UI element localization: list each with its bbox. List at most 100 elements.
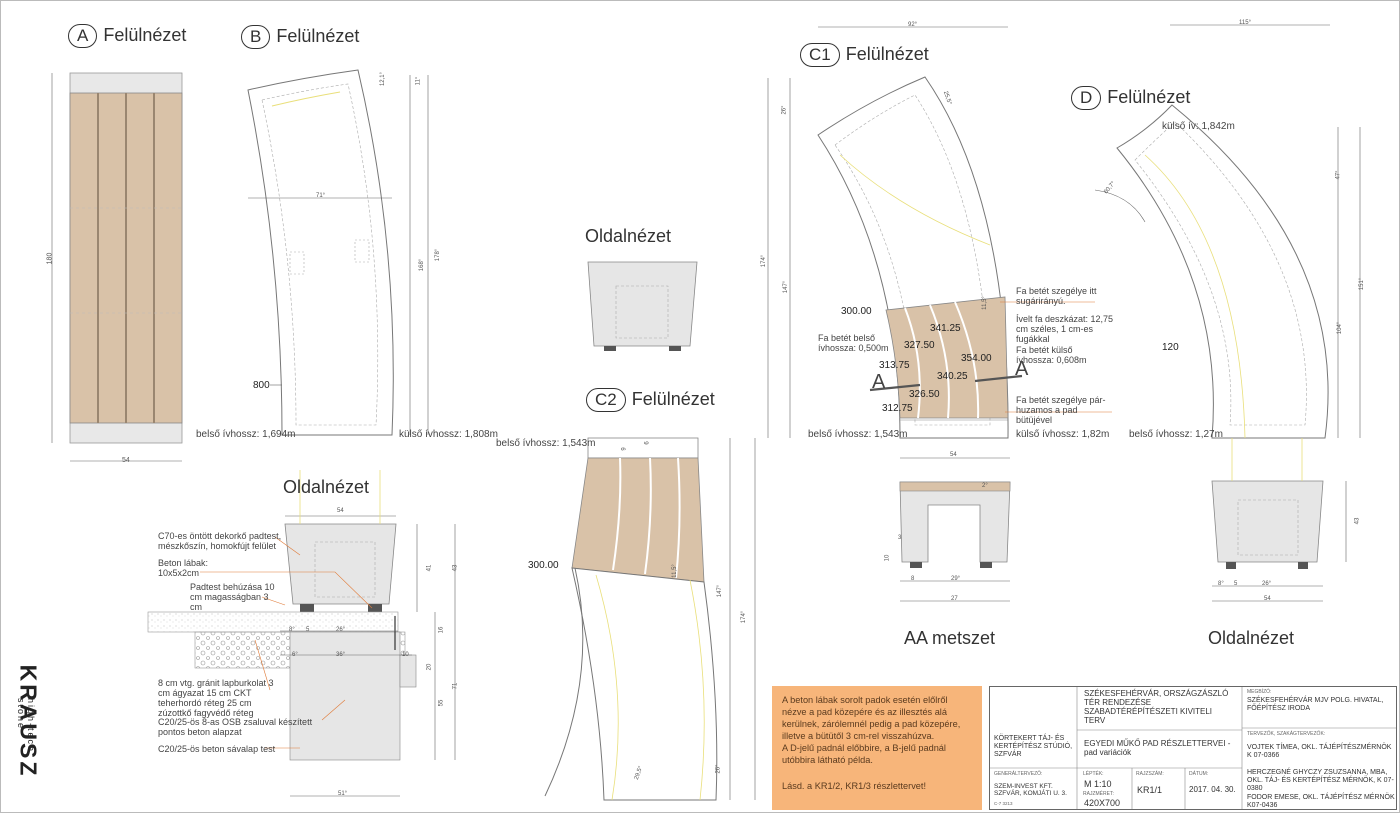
- dim-c1-26: 26°: [781, 105, 788, 115]
- title-block: KÖRTEKERT TÁJ- ÉS KERTÉPÍTÉSZ STÚDIÓ, SZ…: [989, 686, 1397, 810]
- tb-sheet-title: EGYEDI MŰKŐ PAD RÉSZLETTERVEI - pad vari…: [1084, 739, 1231, 757]
- dim-aa-10: 10: [884, 554, 891, 562]
- c1-inner-arc: belső ívhossz: 1,543m: [808, 429, 908, 440]
- dim-aa-29: 29°: [951, 576, 961, 582]
- tb-client-label: MEGBÍZÓ:: [1247, 689, 1272, 695]
- section-aa: [899, 457, 1011, 602]
- tb-drawing-no: KR1/1: [1137, 785, 1163, 795]
- b-side-note-body: C70-es öntött dekorkő padtest, mészkőszí…: [158, 531, 282, 551]
- tb-paper-label: RAJZMÉRET:: [1083, 791, 1114, 797]
- dim-b-124: 12,1°: [380, 71, 387, 87]
- dim-bs-10: 10: [402, 652, 409, 658]
- b-outer-arc: külső ívhossz: 1,808m: [399, 429, 498, 440]
- d-outer-arc: külső ív: 1,842m: [1162, 121, 1235, 132]
- view-title-c1-text: Felülnézet: [845, 44, 929, 64]
- section-marker-a-right: A: [1015, 358, 1029, 380]
- dim-bs-55: 55: [438, 699, 445, 707]
- dim-bs-20: 20: [426, 663, 433, 671]
- dim-c2-26: 26°: [715, 764, 722, 774]
- dim-d-115: 115°: [1239, 20, 1251, 26]
- dim-c1-92: 92°: [908, 22, 918, 28]
- c1-radius-2: 327.50: [904, 340, 935, 351]
- c1-radius-300: 300.00: [841, 306, 872, 317]
- dim-aa-27: 27: [951, 596, 958, 602]
- dim-aa-54: 54: [950, 452, 957, 458]
- b-side-note-legs: Beton lábak: 10x5x2cm: [158, 558, 209, 578]
- section-marker-a-left: A: [872, 371, 886, 393]
- dim-c2-6: 6: [644, 441, 651, 445]
- dim-bs-26: 26°: [336, 627, 346, 633]
- c1-note-outer-length: Fa betét külső ívhossza: 0,608m: [1016, 345, 1087, 365]
- badge-d: D: [1071, 86, 1102, 110]
- b-side-note-layers: 8 cm vtg. gránit lapburkolat 3 cm ágyaza…: [158, 678, 274, 718]
- bench-b-top-view: [247, 69, 429, 436]
- dim-b-168: 168°: [419, 258, 426, 272]
- dim-b-178: 178°: [435, 248, 442, 262]
- dim-bs-5: 5: [306, 627, 310, 633]
- bench-c2-top-view: [544, 437, 756, 801]
- bench-d-top-view: [1094, 24, 1361, 439]
- logo-tagline: high-tech stone: [16, 698, 36, 754]
- view-title-b-text: Felülnézet: [276, 26, 360, 46]
- c1-outer-arc: külső ívhossz: 1,82m: [1016, 429, 1110, 440]
- tb-person-1: VOJTEK TÍMEA, OKL. TÁJÉPÍTÉSZMÉRNÖK K 07…: [1247, 744, 1392, 759]
- dim-d-47: 47°: [1335, 170, 1342, 180]
- dim-ds-8: 8°: [1218, 581, 1224, 587]
- bench-a-top-view: [51, 72, 183, 462]
- dim-aa-8: 8: [911, 576, 915, 582]
- c1-note-curved-slats: Ívelt fa deszkázat: 12,75 cm széles, 1 c…: [1016, 314, 1114, 344]
- c1-radius-7: 340.25: [937, 371, 968, 382]
- b-side-note-strip: C20/25-ös beton sávalap test: [158, 744, 276, 754]
- c1-radius-1: 341.25: [930, 323, 961, 334]
- dim-bs-16: 16: [438, 626, 445, 634]
- c2-inner-arc: belső ívhossz: 1,543m: [496, 438, 596, 449]
- c1-note-inner-length: Fa betét belső ívhossza: 0,500m: [818, 333, 889, 353]
- dim-bs-43: 43: [452, 564, 459, 572]
- tb-general: SZEM-INVEST KFT. SZFVÁR, KOMJÁTI U. 3.: [994, 783, 1067, 797]
- dim-aa-2: 2°: [982, 483, 988, 489]
- info-note-box: A beton lábak sorolt padok esetén előlrő…: [772, 686, 982, 810]
- badge-b: B: [241, 25, 271, 49]
- dim-a-height: 180: [46, 252, 54, 265]
- dim-a-width: 54: [122, 457, 130, 464]
- dim-ds-43: 43: [1354, 517, 1361, 525]
- dim-bs-54: 54: [337, 508, 344, 514]
- c1-note-edge-parallel: Fa betét szegélye pár- huzamos a pad büt…: [1016, 395, 1106, 425]
- bench-b-side-view: [147, 470, 456, 797]
- tb-team-label: TERVEZŐK, SZAKÁGTERVEZŐK:: [1247, 731, 1326, 737]
- dim-ds-26: 26°: [1262, 581, 1272, 587]
- dim-c2-147: 147°: [717, 584, 724, 598]
- tb-general-label: GENERÁLTERVEZŐ:: [994, 771, 1043, 777]
- c1-radius-4: 326.50: [909, 389, 940, 400]
- b-side-title: Oldalnézet: [283, 477, 370, 497]
- b-radius-800: 800: [253, 380, 270, 391]
- dim-bs-71: 71: [452, 682, 459, 690]
- dim-c1-174: 174°: [761, 254, 768, 268]
- d-inner-arc: belső ívhossz: 1,27m: [1129, 429, 1223, 440]
- c1-note-edge-radial: Fa betét szegélye itt sugárirányú.: [1016, 286, 1097, 306]
- tb-date-label: DÁTUM:: [1189, 771, 1209, 777]
- tb-date: 2017. 04. 30.: [1189, 785, 1236, 794]
- dim-bs-41: 41: [426, 564, 433, 572]
- c1-radius-3: 313.75: [879, 360, 910, 371]
- tb-designer: KÖRTEKERT TÁJ- ÉS KERTÉPÍTÉSZ STÚDIÓ, SZ…: [994, 735, 1073, 758]
- b-side-note-recess: Padtest behúzása 10 cm magasságban 3 cm: [190, 582, 275, 612]
- tb-drawing-no-label: RAJZSZÁM:: [1136, 771, 1164, 777]
- tb-person-2: HERCZEGNÉ GHYCZY ZSUZSANNA, MBA, OKL. TÁ…: [1247, 769, 1394, 792]
- c2-side-title: Oldalnézet: [585, 226, 672, 246]
- tb-scale-label: LÉPTÉK:: [1083, 771, 1104, 777]
- bench-d-side-view: [1211, 438, 1347, 602]
- dim-bs-6: 6°: [292, 652, 298, 658]
- c1-radius-5: 312.75: [882, 403, 913, 414]
- d-side-title: Oldalnézet: [1208, 628, 1295, 648]
- dim-bs-51: 51°: [338, 791, 348, 797]
- dim-b-11: 11°: [415, 76, 422, 86]
- info-note-line1: A beton lábak sorolt padok esetén előlrő…: [782, 695, 961, 741]
- dim-ds-5: 5: [1234, 581, 1238, 587]
- title-block-grid: [989, 686, 1397, 810]
- tb-client: SZÉKESFEHÉRVÁR MJV POLG. HIVATAL, FŐÉPÍT…: [1247, 697, 1384, 712]
